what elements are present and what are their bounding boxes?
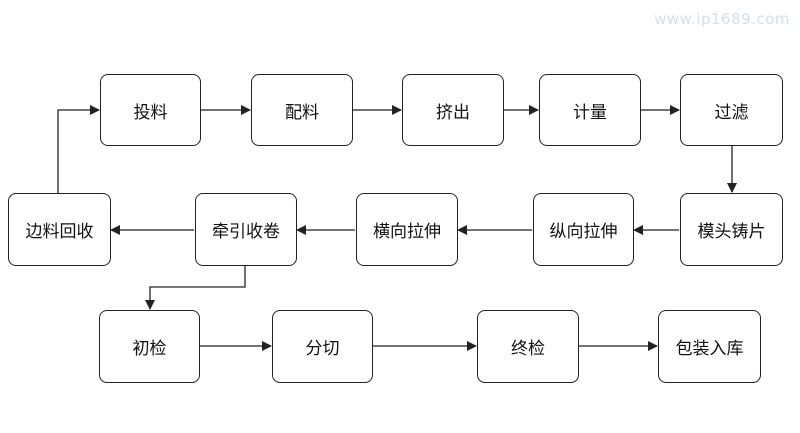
- node-guolv: 过滤: [680, 74, 783, 146]
- node-zhongjian: 终检: [477, 310, 579, 383]
- node-jiliang: 计量: [539, 74, 641, 146]
- node-fenqie: 分切: [272, 310, 373, 383]
- arrow-qianyin-chujian: [145, 266, 246, 310]
- node-peiliao: 配料: [251, 74, 353, 146]
- watermark-text: www.ip1689.com: [654, 10, 790, 28]
- node-toulia: 投料: [100, 74, 201, 146]
- node-baozhuang: 包装入库: [658, 310, 761, 383]
- node-mutou: 模头铸片: [680, 193, 783, 266]
- node-qianyin: 牵引收卷: [195, 193, 297, 266]
- node-bianliao: 边料回收: [8, 193, 111, 266]
- node-chujian: 初检: [99, 310, 200, 383]
- node-jichu: 挤出: [402, 74, 504, 146]
- arrow-bianliao-toulia: [57, 105, 100, 193]
- node-zongxiang: 纵向拉伸: [533, 193, 634, 266]
- node-hengxiang: 横向拉伸: [356, 193, 458, 266]
